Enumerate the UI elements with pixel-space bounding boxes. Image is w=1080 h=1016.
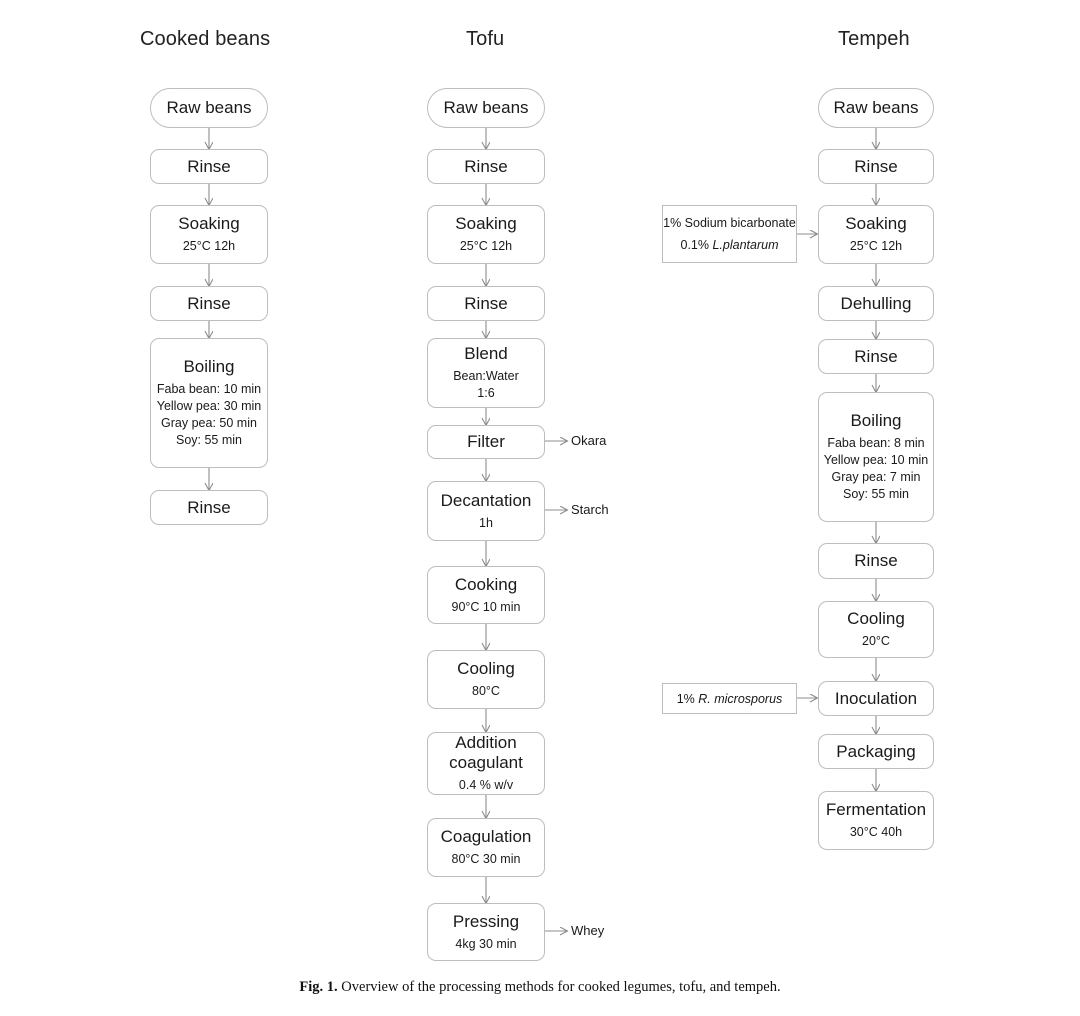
node-sub: Bean:Water — [453, 369, 519, 383]
node-tempeh-packaging[interactable]: Packaging — [818, 734, 934, 769]
node-sub: 0.4 % w/v — [458, 778, 514, 792]
branch-label-okara: Okara — [571, 433, 607, 448]
node-title: Blend — [464, 344, 508, 363]
node-tempeh-soaking[interactable]: Soaking 25°C 12h — [818, 205, 934, 264]
node-tofu-coagulation[interactable]: Coagulation 80°C 30 min — [427, 818, 545, 877]
node-title: Rinse — [464, 156, 508, 176]
side-input-line-2: 0.1% L.plantarum — [681, 234, 779, 256]
side-input-line-2-prefix: 0.1% — [680, 238, 713, 252]
node-tempeh-raw-beans[interactable]: Raw beans — [818, 88, 934, 128]
side-input-inoculum[interactable]: 1% R. microsporus — [662, 683, 797, 714]
node-title: Rinse — [464, 293, 508, 313]
node-cooked-beans-raw-beans[interactable]: Raw beans — [150, 88, 268, 128]
node-title: Cooking — [454, 574, 518, 594]
node-title: Soaking — [455, 214, 517, 233]
figure-number: Fig. 1. — [299, 979, 338, 995]
node-sub: Soy: 55 min — [842, 487, 909, 501]
side-input-species: R. microsporus — [698, 691, 783, 706]
node-title: Rinse — [187, 156, 231, 176]
node-tofu-rinse-2[interactable]: Rinse — [427, 286, 545, 321]
node-title: Pressing — [452, 911, 520, 931]
side-input-line-2-species: L.plantarum — [712, 238, 779, 252]
node-title: Dehulling — [840, 293, 912, 313]
figure-caption-text: Overview of the processing methods for c… — [341, 979, 781, 995]
node-sub: 20°C — [862, 634, 890, 648]
node-tofu-rinse-1[interactable]: Rinse — [427, 149, 545, 184]
node-cooked-beans-rinse-2[interactable]: Rinse — [150, 286, 268, 321]
node-sub: 1:6 — [477, 386, 495, 400]
node-title: Rinse — [187, 293, 231, 313]
node-sub: 4kg 30 min — [455, 936, 517, 951]
node-tempeh-rinse-1[interactable]: Rinse — [818, 149, 934, 184]
side-input-soaking-additives[interactable]: 1% Sodium bicarbonate 0.1% L.plantarum — [662, 205, 797, 263]
node-tempeh-cooling[interactable]: Cooling 20°C — [818, 601, 934, 658]
node-sub: Faba bean: 10 min — [156, 382, 262, 396]
node-title: Raw beans — [443, 98, 529, 117]
node-sub: Soy: 55 min — [175, 433, 242, 447]
node-title: Raw beans — [833, 98, 919, 117]
node-cooked-beans-boiling[interactable]: Boiling Faba bean: 10 min Yellow pea: 30… — [150, 338, 268, 468]
node-title: Soaking — [845, 214, 907, 233]
node-title: Fermentation — [825, 800, 927, 819]
node-tempeh-inoculation[interactable]: Inoculation — [818, 681, 934, 716]
node-sub: Faba bean: 8 min — [827, 436, 925, 450]
node-title: Cooling — [847, 609, 905, 628]
node-tofu-raw-beans[interactable]: Raw beans — [427, 88, 545, 128]
node-title: Coagulation — [440, 827, 532, 846]
side-input-line-1: 1% R. microsporus — [677, 688, 783, 710]
node-sub: 80°C 30 min — [451, 852, 521, 866]
node-tofu-filter[interactable]: Filter — [427, 425, 545, 459]
side-input-prefix: 1% — [676, 691, 699, 706]
branch-label-starch: Starch — [571, 502, 609, 517]
node-tofu-blend[interactable]: Blend Bean:Water 1:6 — [427, 338, 545, 408]
figure-caption: Fig. 1. Overview of the processing metho… — [0, 979, 1080, 996]
node-sub: 25°C 12h — [182, 239, 236, 253]
node-sub: 90°C 10 min — [451, 599, 521, 614]
node-tempeh-boiling[interactable]: Boiling Faba bean: 8 min Yellow pea: 10 … — [818, 392, 934, 522]
node-title: Boiling — [850, 411, 902, 430]
node-title: Rinse — [854, 551, 898, 570]
node-sub: 1h — [479, 515, 493, 530]
node-title: Rinse — [187, 497, 231, 517]
node-title: Soaking — [178, 214, 240, 233]
node-tempeh-fermentation[interactable]: Fermentation 30°C 40h — [818, 791, 934, 850]
node-title: Cooling — [457, 659, 515, 678]
column-header-cooked-beans: Cooked beans — [140, 28, 271, 50]
side-input-line-1: 1% Sodium bicarbonate — [663, 216, 796, 230]
node-title: Filter — [467, 432, 505, 451]
node-title: Rinse — [854, 346, 898, 366]
column-header-tofu: Tofu — [466, 28, 505, 50]
node-title: Inoculation — [834, 688, 918, 708]
node-sub: 25°C 12h — [849, 239, 903, 253]
node-cooked-beans-rinse-3[interactable]: Rinse — [150, 490, 268, 525]
node-tempeh-rinse-2[interactable]: Rinse — [818, 339, 934, 374]
node-title: Raw beans — [166, 98, 252, 117]
node-tofu-pressing[interactable]: Pressing 4kg 30 min — [427, 903, 545, 961]
node-title: Decantation — [440, 490, 532, 510]
column-header-tempeh: Tempeh — [838, 28, 910, 50]
branch-label-whey: Whey — [571, 923, 605, 938]
node-sub: Gray pea: 50 min — [161, 416, 257, 430]
node-title: Boiling — [183, 357, 235, 376]
node-sub: 30°C 40h — [849, 825, 903, 839]
node-tofu-addition-coagulant[interactable]: Addition coagulant 0.4 % w/v — [427, 732, 545, 795]
node-sub: Yellow pea: 10 min — [823, 453, 929, 467]
node-tofu-decantation[interactable]: Decantation 1h — [427, 481, 545, 541]
node-tempeh-dehulling[interactable]: Dehulling — [818, 286, 934, 321]
node-tempeh-rinse-3[interactable]: Rinse — [818, 543, 934, 579]
node-cooked-beans-rinse-1[interactable]: Rinse — [150, 149, 268, 184]
node-sub: 25°C 12h — [459, 239, 513, 253]
node-title: Packaging — [836, 741, 916, 761]
node-sub: Yellow pea: 30 min — [156, 399, 262, 413]
node-title: Addition coagulant — [449, 733, 523, 772]
node-tofu-cooking[interactable]: Cooking 90°C 10 min — [427, 566, 545, 624]
node-tofu-cooling[interactable]: Cooling 80°C — [427, 650, 545, 709]
node-title: Rinse — [854, 156, 898, 176]
node-cooked-beans-soaking[interactable]: Soaking 25°C 12h — [150, 205, 268, 264]
node-tofu-soaking[interactable]: Soaking 25°C 12h — [427, 205, 545, 264]
node-sub: 80°C — [472, 684, 500, 698]
node-sub: Gray pea: 7 min — [831, 470, 921, 484]
